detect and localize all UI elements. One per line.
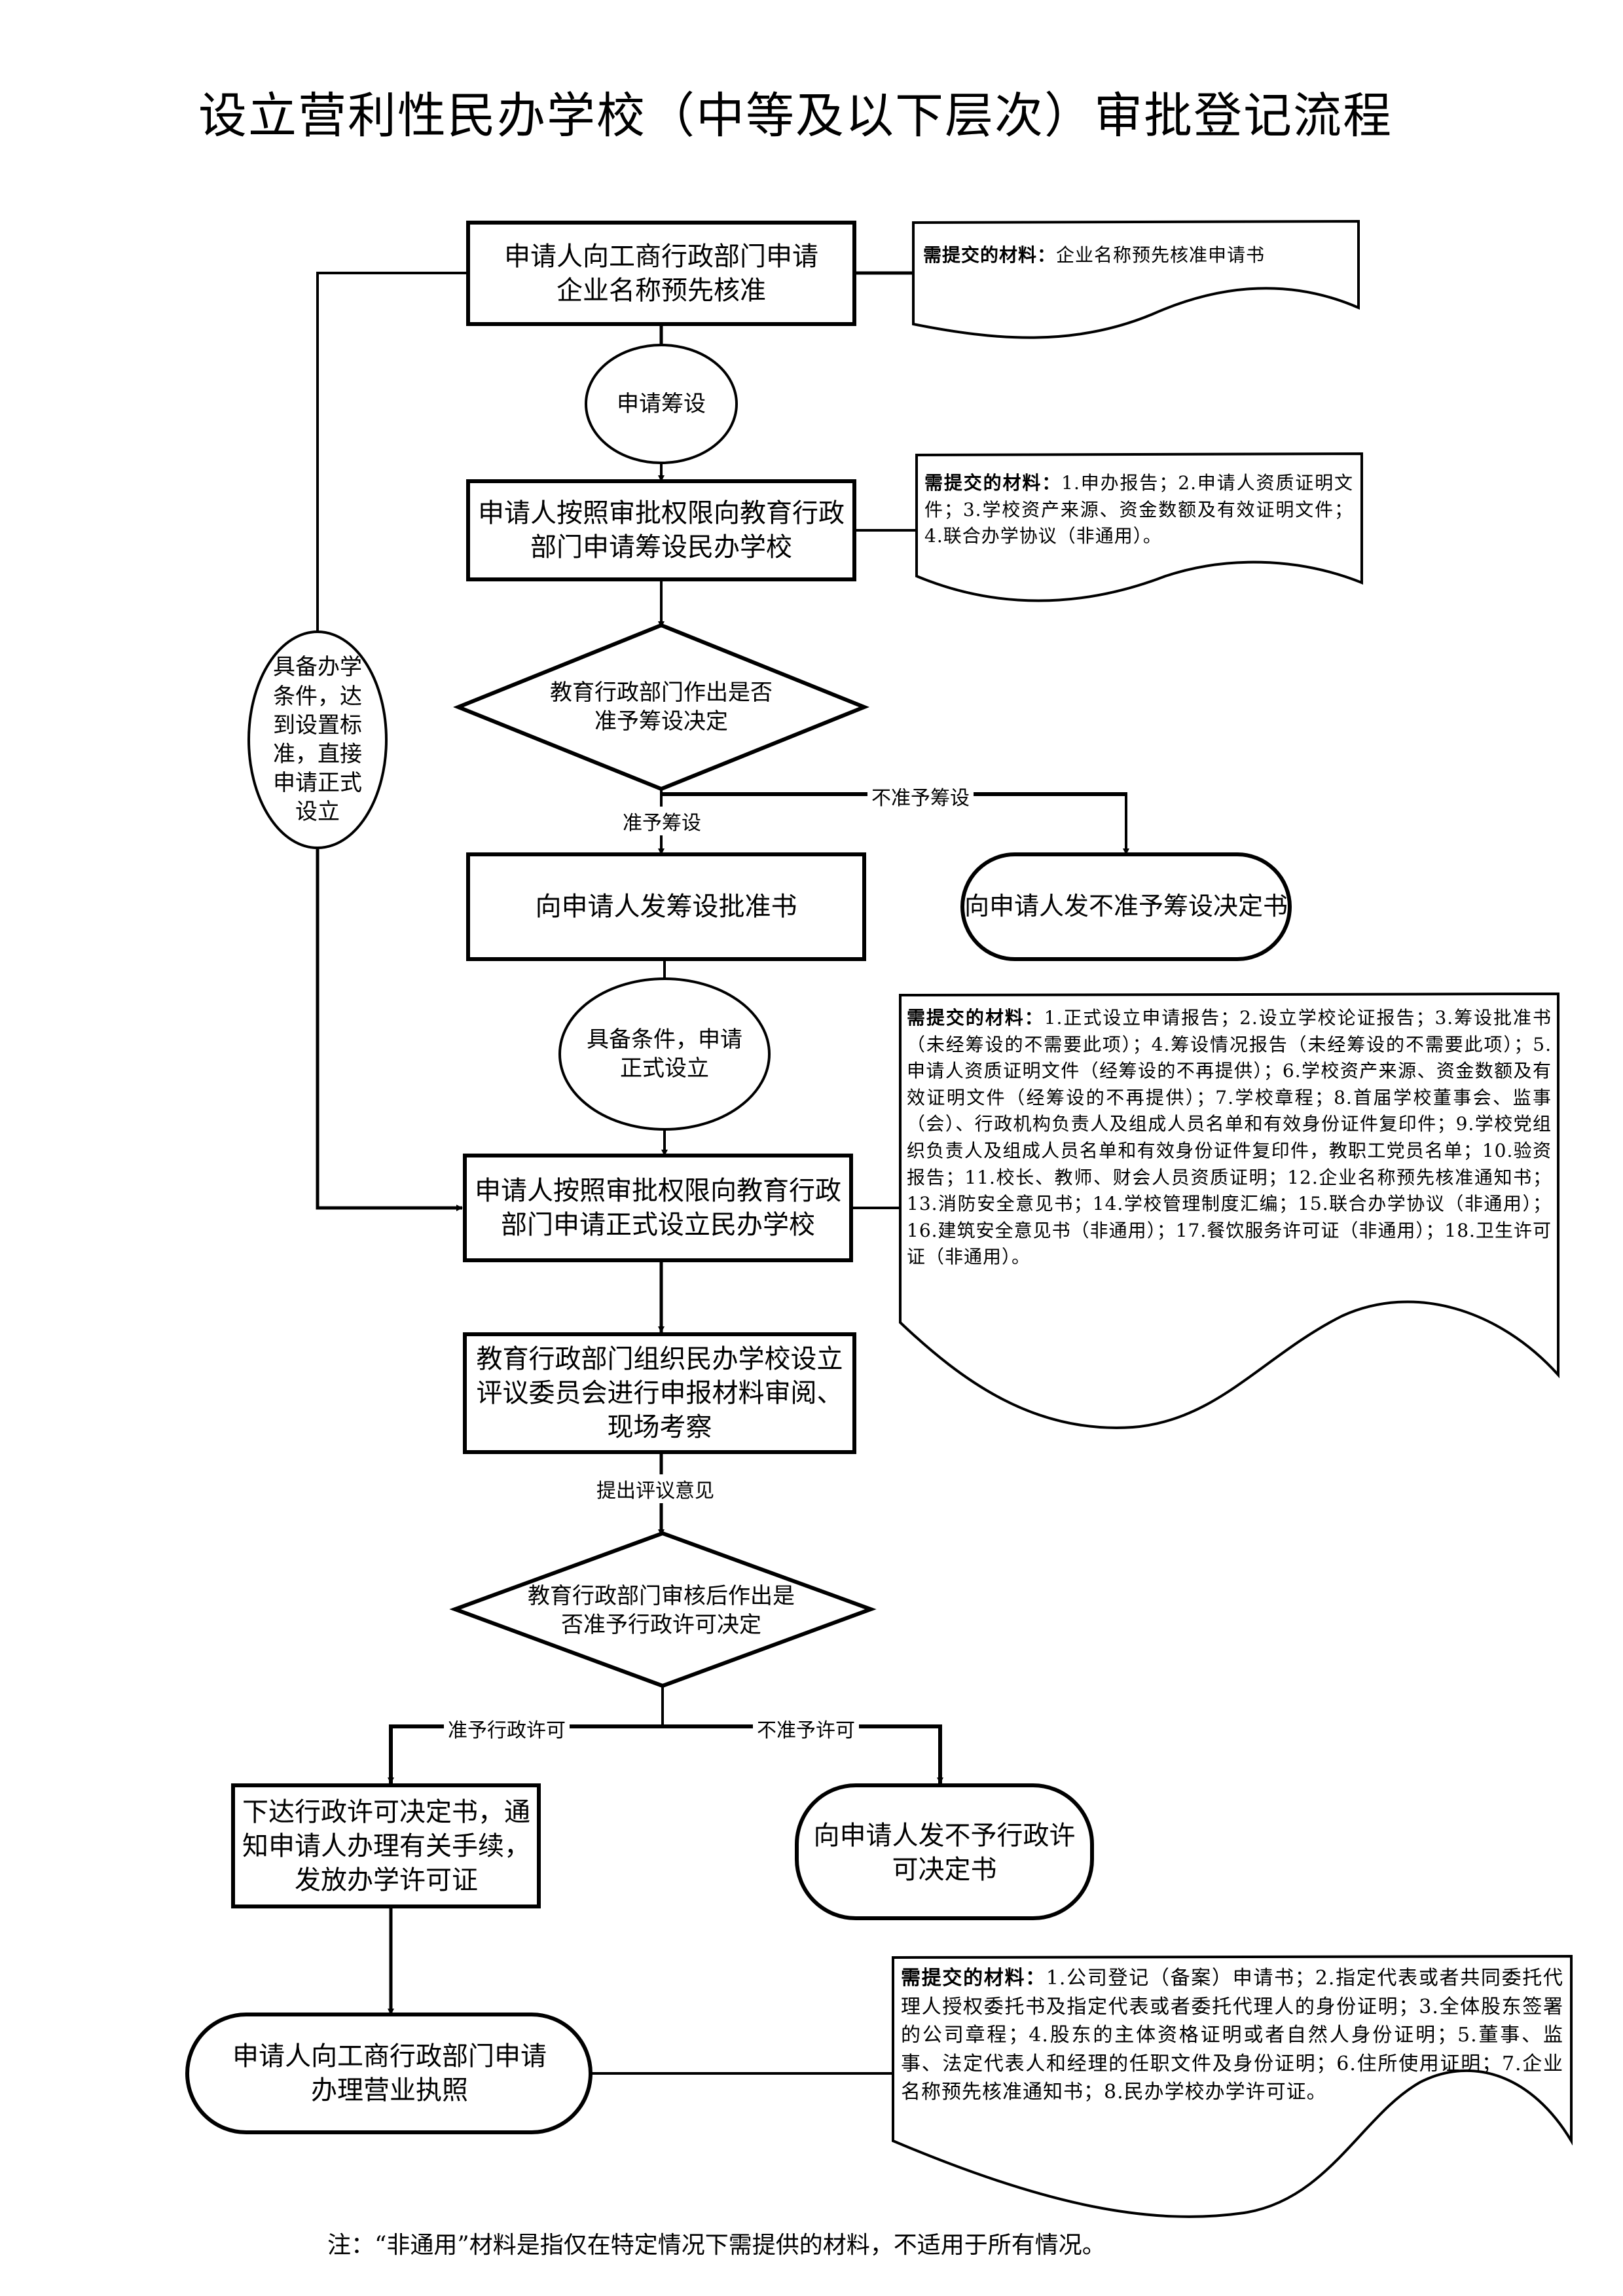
node-apply-prep-connector: 申请筹设 — [617, 390, 706, 417]
materials-name-precheck: 需提交的材料：企业名称预先核准申请书 — [923, 242, 1349, 269]
process-box-prep-approval — [466, 852, 866, 961]
edge-label-license-no: 不准予许可 — [753, 1714, 859, 1743]
node-business-license: 申请人向工商行政部门申请办理营业执照 — [232, 2041, 547, 2105]
connector-line-license-yes — [388, 1724, 663, 1784]
node-issue-license: 下达行政许可决定书，通知申请人办理有关手续，发放办学许可证 — [242, 1796, 530, 1895]
materials-label: 需提交的材料： — [907, 1007, 1044, 1029]
node-apply-prep: 申请人按照审批权限向教育行政部门申请筹设民办学校 — [478, 498, 845, 562]
node-issue-prep-denial: 向申请人发不准予筹设决定书 — [964, 892, 1288, 921]
materials-text: 1.公司登记（备案）申请书；2.指定代表或者共同委托代理人授权委托书及指定代表或… — [901, 1967, 1563, 2104]
document-shape-apply-prep-materials — [915, 452, 1363, 602]
edge-label-prep-no: 不准予筹设 — [867, 782, 974, 811]
document-shape-name-precheck-materials — [912, 219, 1360, 339]
node-ready-connector: 具备条件，申请正式设立 — [587, 1026, 742, 1082]
materials-text: 1.正式设立申请报告；2.设立学校论证报告；3.筹设批准书（未经筹设的不需要此项… — [907, 1007, 1552, 1268]
node-direct-apply-connector: 具备办学条件，达到设置标准，直接申请正式设立 — [273, 654, 362, 826]
node-issue-prep-approval: 向申请人发筹设批准书 — [535, 892, 797, 922]
document-shape-apply-formal-materials — [899, 992, 1559, 1429]
edge-label-license-yes: 准予行政许可 — [444, 1714, 570, 1743]
node-decision-prep: 教育行政部门作出是否准予筹设决定 — [550, 679, 773, 735]
materials-label: 需提交的材料： — [924, 472, 1062, 494]
node-review: 教育行政部门组织民办学校设立评议委员会进行申报材料审阅、现场考察 — [476, 1344, 843, 1442]
page-title: 设立营利性民办学校（中等及以下层次）审批登记流程 — [198, 87, 1393, 144]
materials-label: 需提交的材料： — [901, 1967, 1046, 1990]
footnote: 注：“非通用”材料是指仅在特定情况下需提供的材料，不适用于所有情况。 — [327, 2232, 1106, 2259]
terminal-prep-denial — [960, 852, 1292, 961]
document-shape-business-license-materials — [892, 1954, 1573, 2218]
bypass-line-top — [316, 272, 468, 632]
node-name-precheck: 申请人向工商行政部门申请企业名称预先核准 — [504, 241, 818, 306]
node-apply-formal: 申请人按照审批权限向教育行政部门申请正式设立民办学校 — [475, 1176, 841, 1240]
node-decision-license: 教育行政部门审核后作出是否准予行政许可决定 — [528, 1582, 795, 1638]
materials-text: 企业名称预先核准申请书 — [1056, 244, 1266, 266]
terminal-license-denial — [795, 1783, 1094, 1920]
edge-label-prep-yes: 准予筹设 — [619, 807, 705, 835]
materials-apply-formal: 需提交的材料：1.正式设立申请报告；2.设立学校论证报告；3.筹设批准书（未经筹… — [907, 1005, 1552, 1271]
edge-label-review-opinion: 提出评议意见 — [593, 1474, 718, 1503]
process-box-issue-license — [231, 1783, 541, 1908]
materials-text: 1.申办报告；2.申请人资质证明文件；3.学校资产来源、资金数额及有效证明文件；… — [924, 472, 1353, 547]
materials-label: 需提交的材料： — [923, 244, 1057, 266]
bypass-line-bottom — [316, 848, 463, 1211]
node-issue-license-denial: 向申请人发不予行政许可决定书 — [813, 1821, 1076, 1885]
materials-apply-prep: 需提交的材料：1.申办报告；2.申请人资质证明文件；3.学校资产来源、资金数额及… — [924, 470, 1353, 550]
materials-business-license: 需提交的材料：1.公司登记（备案）申请书；2.指定代表或者共同委托代理人授权委托… — [901, 1964, 1563, 2107]
